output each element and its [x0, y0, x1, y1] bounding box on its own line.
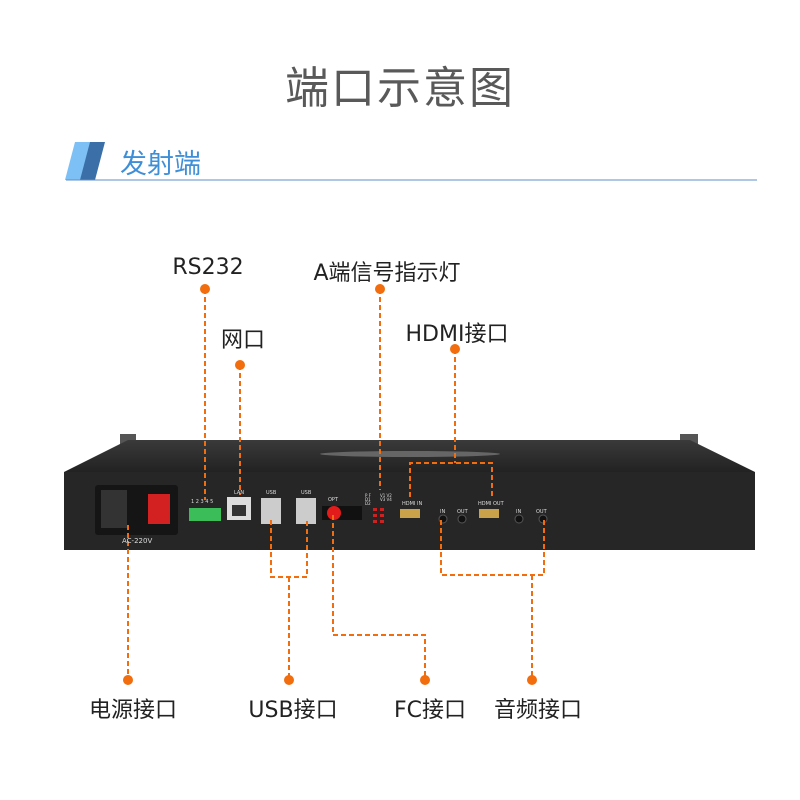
callout-hdmi: HDMI接口: [405, 322, 509, 347]
audio1-in-label: IN: [440, 509, 446, 515]
lan-label: LAN: [234, 490, 245, 496]
section-bar-dark: [80, 142, 105, 180]
audio-out-1: [457, 514, 467, 524]
audio2-in-label: IN: [516, 509, 522, 515]
callout-lan: 网口: [220, 328, 266, 353]
power-socket: [101, 490, 127, 528]
usb2-label: USB: [301, 490, 312, 496]
led-right-label: V1 V2 V3 V4: [380, 493, 392, 502]
audio-in-2: [514, 514, 524, 524]
audio2-out-label: OUT: [536, 509, 547, 515]
rs232-terminal: [189, 508, 221, 521]
opt-label: OPT: [328, 497, 339, 503]
led-left-label: P F D1 D2: [365, 493, 371, 506]
callout-audio: 音频接口: [493, 698, 583, 723]
section-bar-light: [65, 142, 92, 180]
section-title: 发射端: [120, 149, 201, 180]
usb-port-1: [261, 498, 281, 524]
indicator-leds: [373, 508, 384, 523]
callout-rs232: RS232: [172, 255, 244, 280]
hdmi-in-label: HDMI IN: [402, 501, 423, 507]
device-logo: [320, 451, 500, 457]
audio1-out-label: OUT: [457, 509, 468, 515]
callout-dots: [123, 284, 537, 685]
callout-usb: USB接口: [248, 698, 338, 723]
page-title: 端口示意图: [285, 63, 515, 114]
callout-power: 电源接口: [88, 698, 178, 723]
power-switch: [148, 494, 170, 524]
hdmi-out-label: HDMI OUT: [478, 501, 504, 507]
ac-label: AC-220V: [122, 537, 153, 545]
hdmi-out-port: [479, 509, 499, 518]
rs232-pin-label: 1 2 3 4 5: [191, 499, 214, 505]
callout-lines: [127, 289, 545, 680]
fc-port: [327, 506, 341, 520]
usb-port-2: [296, 498, 316, 524]
hdmi-in-port: [400, 509, 420, 518]
callout-a-indicator: A端信号指示灯: [313, 261, 461, 286]
usb1-label: USB: [266, 490, 277, 496]
callout-fc: FC接口: [393, 698, 467, 723]
